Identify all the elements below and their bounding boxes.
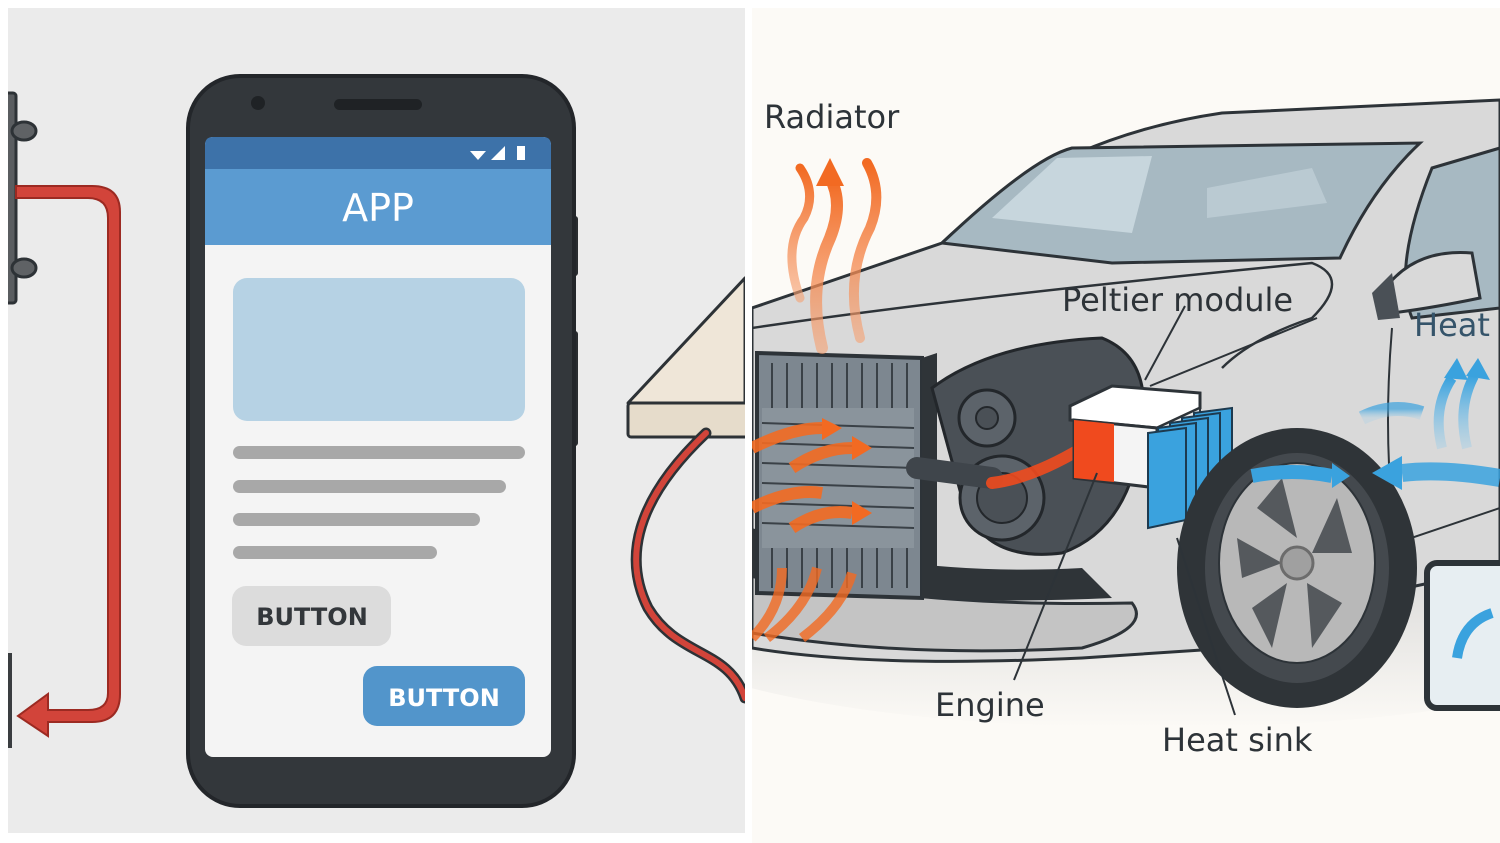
battery-icon (517, 146, 525, 160)
image-placeholder (233, 278, 525, 421)
status-bar (205, 137, 551, 169)
smartphone: APP BUTTON BUTTON (186, 74, 578, 808)
radiator (755, 350, 937, 601)
text-line (233, 446, 525, 459)
red-cable (630, 427, 745, 704)
device-connector (8, 91, 38, 748)
leader-lines (1013, 305, 1318, 716)
primary-button-label: BUTTON (388, 684, 500, 712)
front-camera-icon (251, 96, 265, 110)
text-line (233, 480, 506, 493)
car-diagram-panel: Radiator Peltier module Heat Engine Heat… (752, 8, 1500, 843)
text-line (233, 513, 480, 526)
red-wire-arrow (15, 185, 121, 738)
signal-icon (491, 146, 505, 160)
wifi-icon (470, 151, 486, 160)
text-line (233, 546, 437, 559)
phone-illustration: APP BUTTON BUTTON (8, 74, 745, 808)
label-peltier-module: Peltier module (1062, 281, 1293, 319)
secondary-button[interactable]: BUTTON (232, 586, 391, 646)
hot-airflow-arrows (752, 158, 882, 642)
cold-airflow-arrows (1250, 358, 1500, 490)
car-diagram: Radiator Peltier module Heat Engine Heat… (752, 98, 1500, 759)
phone-illustration-panel: APP BUTTON BUTTON (8, 8, 745, 833)
label-radiator: Radiator (764, 98, 900, 136)
app-title: APP (342, 186, 414, 230)
heating-plate (626, 276, 745, 439)
speaker-grille (334, 99, 422, 110)
label-heat-sink: Heat sink (1162, 721, 1313, 759)
label-engine: Engine (935, 686, 1045, 724)
app-bar (205, 169, 551, 245)
display-tablet (1424, 560, 1500, 711)
label-heat: Heat (1414, 306, 1490, 344)
front-wheel (1177, 428, 1417, 708)
engine (906, 336, 1146, 556)
secondary-button-label: BUTTON (256, 603, 368, 631)
primary-button[interactable]: BUTTON (363, 666, 525, 726)
